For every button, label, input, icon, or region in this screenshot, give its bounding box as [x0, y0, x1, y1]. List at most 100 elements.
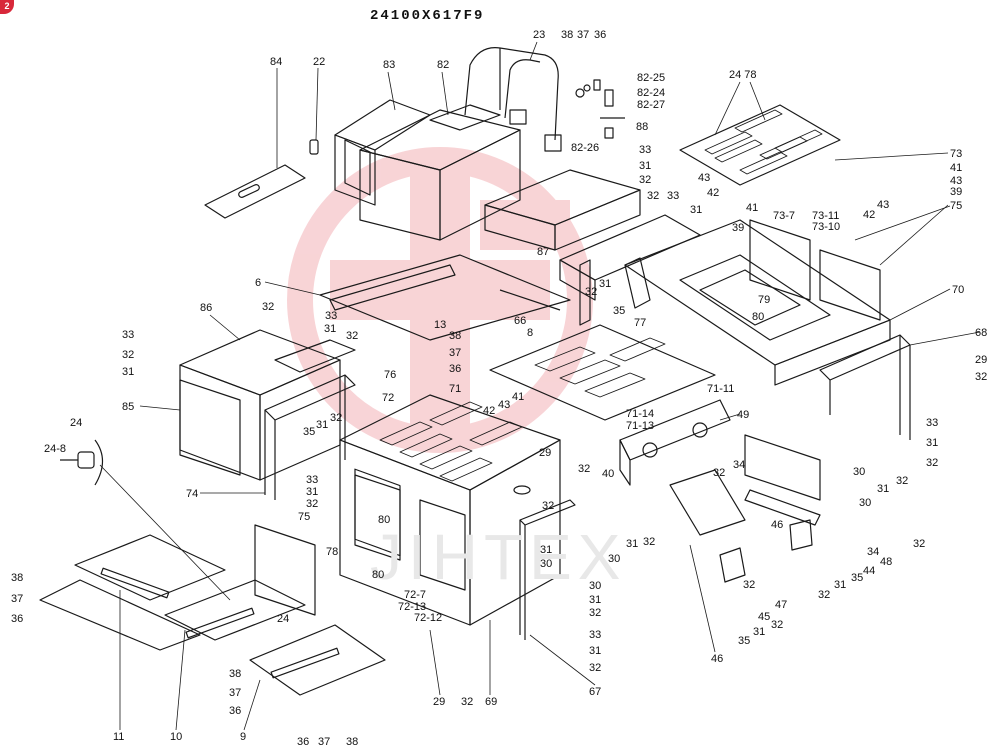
part-number-label: 75 — [950, 200, 963, 212]
part-number-label: 30 — [608, 553, 621, 565]
part-number-label: 71 — [449, 383, 462, 395]
part-number-label: 30 — [853, 466, 866, 478]
part-number-label: 73 — [950, 148, 963, 160]
part-number-label: 36 — [11, 613, 24, 625]
part-number-label: 29 — [975, 354, 988, 366]
part-number-label: 79 — [758, 294, 771, 306]
part-grill-deck-71 — [489, 324, 716, 421]
part-number-label: 75 — [298, 511, 311, 523]
part-bracket-49 — [619, 399, 731, 486]
part-number-label: 33 — [639, 144, 652, 156]
part-number-label: 72-12 — [414, 612, 443, 624]
part-number-label: 83 — [383, 59, 396, 71]
part-number-label: 33 — [122, 329, 135, 341]
drawing-title: 24100X617F9 — [370, 8, 485, 24]
part-frame-67 — [519, 499, 576, 640]
part-number-label: 32 — [926, 457, 939, 469]
part-number-label: 33 — [589, 629, 602, 641]
part-handle-24 — [60, 439, 104, 486]
part-number-label: 36 — [229, 705, 242, 717]
part-number-label: 31 — [926, 437, 939, 449]
part-number-label: 32 — [585, 286, 598, 298]
part-number-label: 82 — [437, 59, 450, 71]
part-number-label: 31 — [122, 366, 135, 378]
part-number-label: 31 — [690, 204, 703, 216]
part-number-label: 77 — [634, 317, 647, 329]
part-number-label: 33 — [325, 310, 338, 322]
part-number-label: 67 — [589, 686, 602, 698]
part-number-label: 68 — [975, 327, 988, 339]
part-plate-84 — [204, 164, 306, 219]
part-number-label: 40 — [602, 468, 615, 480]
hardware-82-24-27 — [600, 89, 625, 139]
part-brackets-45-48 — [669, 434, 821, 583]
part-number-label: 88 — [636, 121, 649, 133]
part-number-label: 33 — [667, 190, 680, 202]
part-number-label: 48 — [880, 556, 893, 568]
part-number-label: 32 — [578, 463, 591, 475]
part-number-label: 41 — [950, 162, 963, 174]
part-number-label: 29 — [433, 696, 446, 708]
part-floor-plates-9-10-11 — [39, 534, 386, 696]
part-number-label: 37 — [229, 687, 242, 699]
leader-lines — [99, 41, 981, 731]
part-number-label: 72-13 — [398, 601, 427, 613]
part-number-label: 71-14 — [626, 408, 655, 420]
part-number-label: 32 — [771, 619, 784, 631]
part-number-label: 38 — [449, 330, 462, 342]
part-number-label: 32 — [643, 536, 656, 548]
part-number-label: 36 — [594, 29, 607, 41]
part-number-label: 84 — [270, 56, 283, 68]
part-number-label: 32 — [262, 301, 275, 313]
part-number-label: 37 — [318, 736, 331, 748]
part-frame-68 — [819, 334, 911, 440]
part-number-label: 35 — [738, 635, 751, 647]
part-number-label: 32 — [896, 475, 909, 487]
part-number-label: 13 — [434, 319, 447, 331]
part-number-label: 39 — [732, 222, 745, 234]
part-number-label: 74 — [186, 488, 199, 500]
part-number-label: 34 — [733, 459, 746, 471]
part-number-label: 76 — [384, 369, 397, 381]
part-number-label: 32 — [818, 589, 831, 601]
part-number-label: 42 — [863, 209, 876, 221]
part-number-label: 80 — [378, 514, 391, 526]
part-number-label: 31 — [589, 645, 602, 657]
part-number-label: 31 — [834, 579, 847, 591]
part-channel-87 — [559, 214, 701, 301]
part-number-label: 31 — [599, 278, 612, 290]
part-number-label: 32 — [975, 371, 988, 383]
part-number-label: 47 — [775, 599, 788, 611]
part-number-label: 32 — [461, 696, 474, 708]
part-number-label: 29 — [539, 447, 552, 459]
part-number-label: 31 — [324, 323, 337, 335]
part-number-label: 69 — [485, 696, 498, 708]
part-number-label: 73-11 — [812, 210, 840, 222]
part-number-label: 72-7 — [404, 589, 427, 601]
part-number-label: 32 — [330, 412, 343, 424]
page-badge: 2 — [0, 0, 14, 14]
part-number-label: 31 — [540, 544, 553, 556]
part-number-label: 71-11 — [707, 383, 735, 395]
part-number-label: 78 — [326, 546, 339, 558]
part-number-label: 31 — [306, 486, 319, 498]
hardware-38-37-36-top — [575, 79, 601, 98]
part-number-label: 24 — [70, 417, 83, 429]
part-number-label: 31 — [589, 594, 602, 606]
part-windows-80 — [354, 474, 466, 591]
part-panel-85 — [179, 379, 241, 476]
part-number-label: 43 — [498, 399, 511, 411]
part-number-label: 45 — [758, 611, 771, 623]
part-number-label: 32 — [639, 174, 652, 186]
part-number-label: 37 — [577, 29, 590, 41]
part-number-label: 32 — [713, 467, 726, 479]
part-number-label: 31 — [316, 419, 329, 431]
part-wedge-76 — [274, 339, 356, 373]
part-number-label: 24 78 — [729, 69, 757, 81]
part-number-label: 38 — [346, 736, 359, 748]
part-number-label: 32 — [743, 579, 756, 591]
part-number-label: 24 — [277, 613, 290, 625]
part-number-label: 82-27 — [637, 99, 666, 111]
